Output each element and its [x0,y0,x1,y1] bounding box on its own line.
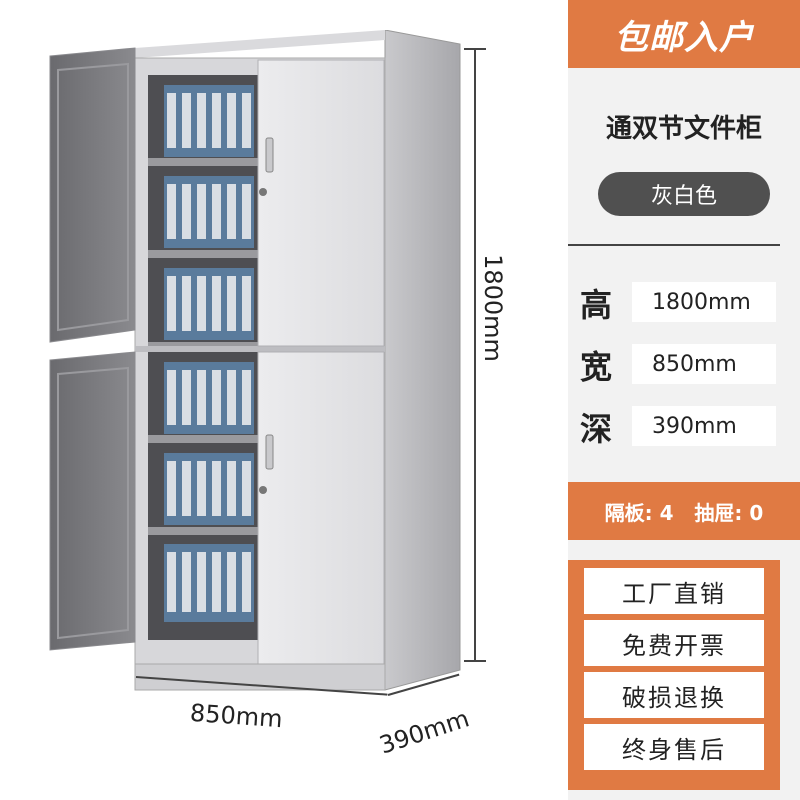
dimension-height-label: 高 [580,286,613,324]
dimension-width-value: 850mm [632,344,776,384]
feature-item: 破损退换 [584,672,764,718]
height-dimension-label: 1800mm [479,254,507,362]
depth-dimension-label: 390mm [375,704,473,760]
feature-item: 工厂直销 [584,568,764,614]
color-badge: 灰白色 [598,172,770,216]
free-shipping-banner: 包邮入户 [568,0,800,68]
dimension-width-label: 宽 [580,348,613,386]
dimension-height-value: 1800mm [632,282,776,322]
dimension-depth-label: 深 [580,410,613,448]
spec-bar: 隔板: 4 抽屉: 0 [568,482,800,540]
section-divider [568,244,780,246]
dimension-depth-value: 390mm [632,406,776,446]
feature-item: 终身售后 [584,724,764,770]
height-dimension-cap-bottom [464,660,486,662]
height-dimension-line [474,48,476,662]
product-title: 通双节文件柜 [605,114,762,144]
height-dimension-cap-top [464,48,486,50]
feature-item: 免费开票 [584,620,764,666]
cabinet-illustration [40,29,470,700]
width-dimension-label: 850mm [189,698,284,734]
cabinet-image [49,29,461,691]
